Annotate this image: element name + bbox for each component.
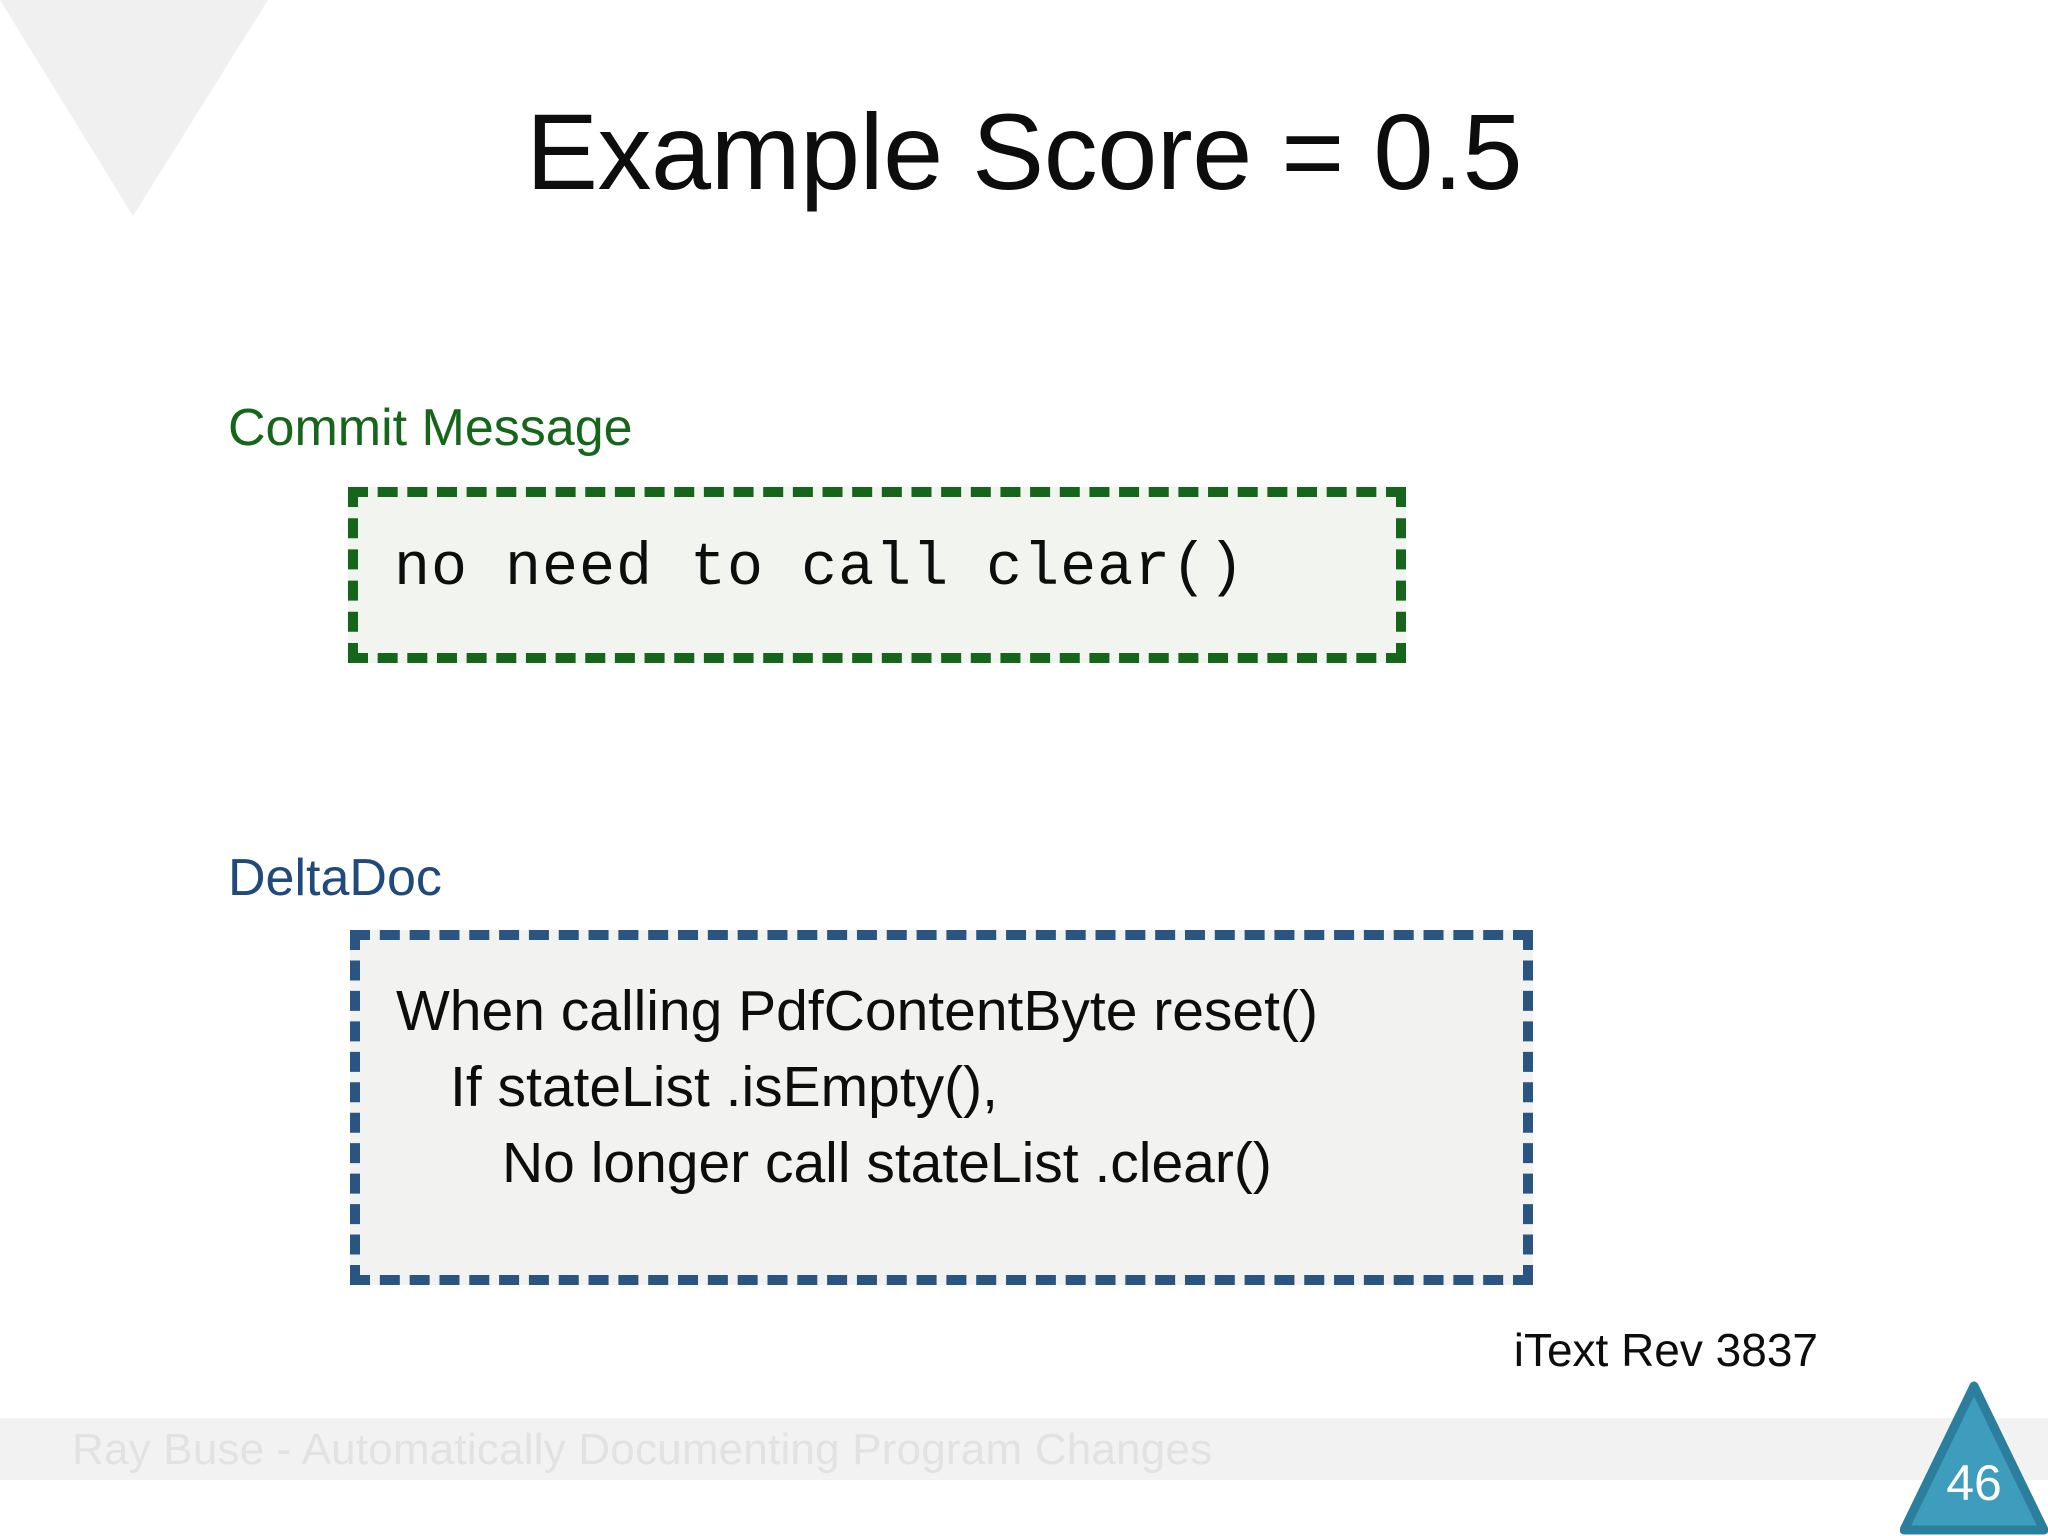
slide-number-badge: 46 [1900,1380,2048,1536]
commit-message-text: no need to call clear() [394,535,1246,603]
deltadoc-label: DeltaDoc [228,849,442,907]
deltadoc-text-block: When calling PdfContentByte reset() If s… [390,974,1513,1201]
deltadoc-box: When calling PdfContentByte reset() If s… [350,930,1533,1285]
triangle-badge-icon [1900,1381,2048,1535]
slide-number-value: 46 [1946,1455,2002,1511]
slide-title: Example Score = 0.5 [525,91,1523,212]
deltadoc-line-1: When calling PdfContentByte reset() [396,979,1318,1043]
deltadoc-line-3: No longer call stateList .clear() [502,1130,1272,1195]
commit-message-label: Commit Message [228,399,633,457]
footer-text: Ray Buse - Automatically Documenting Pro… [72,1425,1213,1474]
source-caption: iText Rev 3837 [1513,1324,1818,1376]
commit-message-box: no need to call clear() [348,487,1406,663]
deltadoc-line-2: If stateList .isEmpty(), [450,1054,998,1119]
footer-bar [0,1418,2048,1480]
